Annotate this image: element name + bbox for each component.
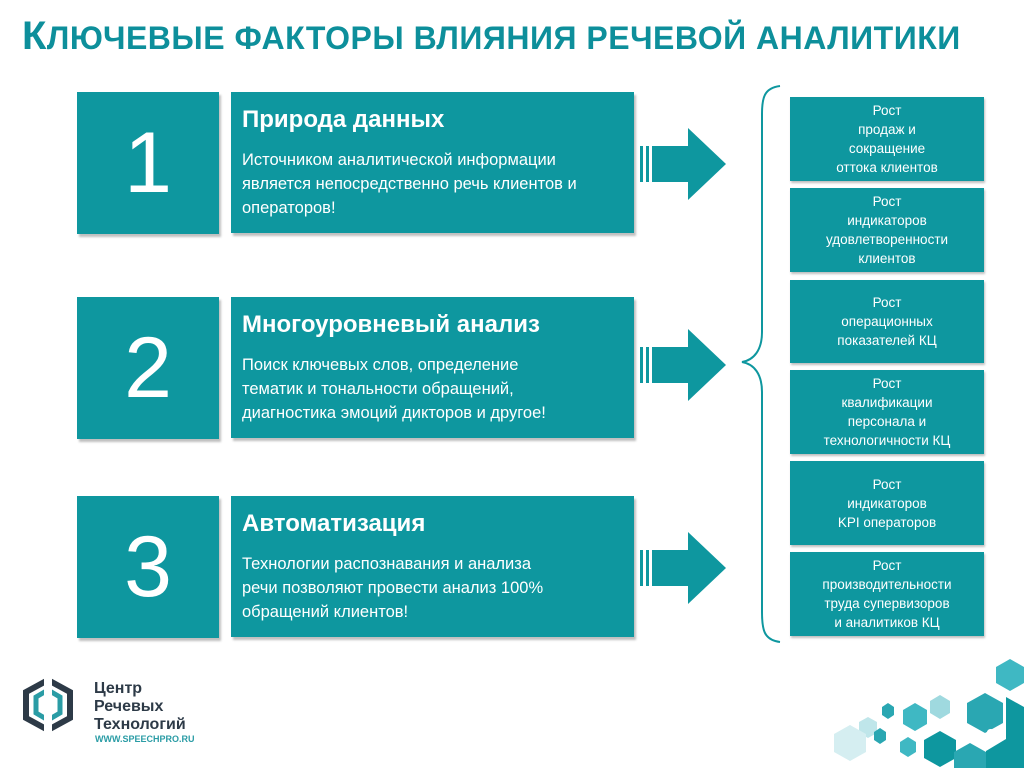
factor-description: Источником аналитической информации явля… <box>242 151 577 217</box>
result-item-5: Рост индикаторов KPI операторов <box>790 461 984 545</box>
factor-title: Многоуровневый анализ <box>242 311 540 338</box>
arrow-right-icon <box>640 532 726 604</box>
factor-description: Поиск ключевых слов, определение тематик… <box>242 356 546 422</box>
page-title-first-letter: К <box>22 14 47 58</box>
arrow-right-icon <box>640 329 726 401</box>
factor-card-2: Многоуровневый анализ Поиск ключевых сло… <box>231 297 634 438</box>
page-number: 6 <box>986 727 995 744</box>
factor-description: Технологии распознавания и анализа речи … <box>242 555 544 621</box>
factor-card-3: Автоматизация Технологии распознавания и… <box>231 496 634 637</box>
company-url[interactable]: WWW.SPEECHPRO.RU <box>95 734 195 744</box>
curly-brace-icon <box>741 85 781 643</box>
factor-card-1: Природа данных Источником аналитической … <box>231 92 634 233</box>
company-name: Центр Речевых Технологий <box>94 680 186 733</box>
decorative-hexagons <box>834 659 1024 768</box>
result-item-4: Рост квалификации персонала и технологич… <box>790 370 984 454</box>
factor-title: Природа данных <box>242 106 445 133</box>
company-logo-icon <box>23 676 73 736</box>
page-title-rest: лючевые факторы влияния речевой аналитик… <box>46 20 961 56</box>
factor-title: Автоматизация <box>242 510 426 537</box>
page-title: Ключевые факторы влияния речевой аналити… <box>22 14 1012 59</box>
arrow-right-icon <box>640 128 726 200</box>
factor-number-3: 3 <box>77 496 219 638</box>
result-item-6: Рост производительности труда супервизор… <box>790 552 984 636</box>
factor-number-2: 2 <box>77 297 219 439</box>
factor-number-1: 1 <box>77 92 219 234</box>
result-item-3: Рост операционных показателей КЦ <box>790 280 984 363</box>
result-item-2: Рост индикаторов удовлетворенности клиен… <box>790 188 984 272</box>
result-item-1: Рост продаж и сокращение оттока клиентов <box>790 97 984 181</box>
